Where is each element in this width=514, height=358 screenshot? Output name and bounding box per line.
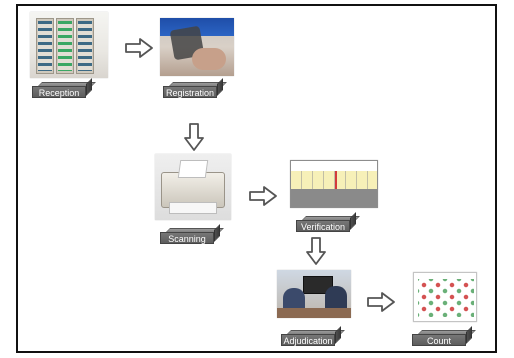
adjudication-photo	[277, 270, 351, 318]
arrow-right-icon	[367, 292, 395, 312]
monitor-icon	[303, 276, 333, 294]
step-label-text: Adjudication	[281, 334, 335, 346]
arrow-right-icon	[248, 184, 278, 208]
scanner-tray	[169, 202, 217, 214]
arrow-down-icon	[304, 236, 328, 266]
scanner-paper	[177, 160, 209, 178]
verification-marker	[335, 171, 337, 189]
registration-hand	[192, 48, 226, 70]
step-label-text: Count	[412, 334, 466, 346]
arrow-down-icon	[306, 237, 326, 265]
arrow-right-icon	[249, 186, 277, 206]
arrow-right-icon	[124, 36, 154, 60]
arrow-down-icon	[184, 123, 204, 151]
step-label-verification: Verification	[296, 212, 360, 234]
shelf-column-icon	[56, 18, 74, 74]
step-label-text: Reception	[32, 86, 86, 98]
step-label-scanning: Scanning	[160, 224, 224, 246]
step-label-reception: Reception	[32, 78, 96, 100]
count-photo	[413, 272, 477, 322]
step-label-text: Verification	[296, 220, 350, 232]
registration-photo	[160, 18, 234, 76]
arrow-right-icon	[125, 38, 153, 58]
step-label-text: Registration	[163, 86, 217, 98]
desk-surface	[277, 308, 351, 318]
step-label-count: Count	[412, 326, 476, 348]
shelf-column-icon	[76, 18, 94, 74]
shelf-column-icon	[36, 18, 54, 74]
reception-photo	[30, 12, 108, 78]
arrow-right-icon	[366, 290, 396, 314]
step-label-registration: Registration	[163, 78, 227, 100]
person-icon	[325, 286, 347, 314]
scanning-photo	[155, 154, 231, 220]
verification-grid	[291, 171, 377, 189]
count-dot-grid	[418, 279, 474, 317]
arrow-down-icon	[182, 122, 206, 152]
verification-photo	[290, 160, 378, 208]
verification-footer	[291, 189, 377, 207]
step-label-adjudication: Adjudication	[281, 326, 345, 348]
step-label-text: Scanning	[160, 232, 214, 244]
person-icon	[283, 288, 305, 314]
